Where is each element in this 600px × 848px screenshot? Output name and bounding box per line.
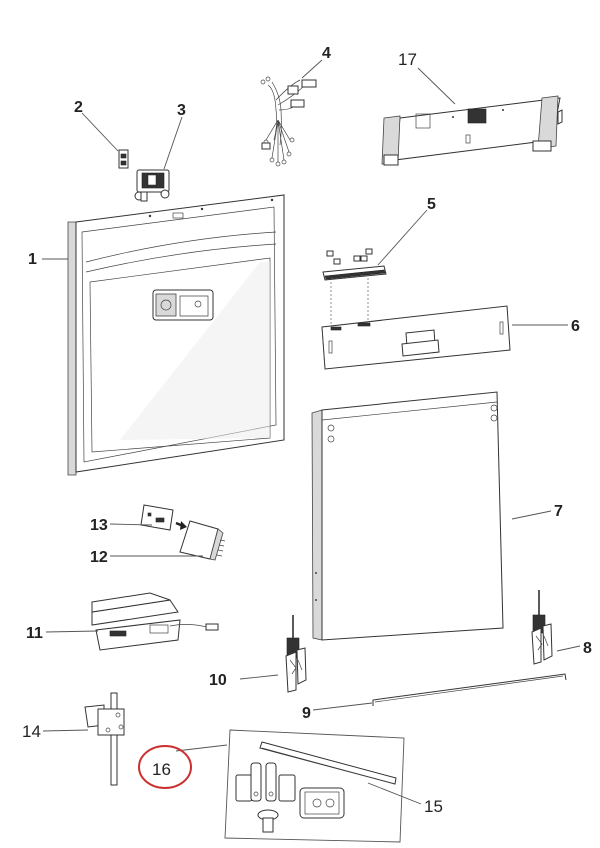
leader-4 bbox=[301, 59, 323, 79]
part-9-hinge-rod[interactable] bbox=[372, 673, 567, 706]
label-part-9: 9 bbox=[302, 705, 311, 722]
leader-7 bbox=[511, 510, 552, 520]
label-part-2: 2 bbox=[74, 99, 83, 116]
label-part-12: 12 bbox=[90, 549, 108, 566]
label-part-17: 17 bbox=[398, 50, 417, 69]
kit-box bbox=[299, 787, 345, 819]
part-17-ui-board[interactable] bbox=[381, 95, 563, 166]
leader-10 bbox=[239, 674, 279, 680]
label-part-4: 4 bbox=[322, 45, 331, 62]
label-part-16: 16 bbox=[152, 760, 171, 779]
leader-13 bbox=[109, 523, 153, 526]
part-14-door-bracket[interactable] bbox=[84, 692, 125, 786]
part-7-outer-door[interactable] bbox=[311, 391, 504, 641]
highlight-circle bbox=[138, 745, 192, 789]
part-3-door-lock[interactable] bbox=[134, 169, 170, 202]
part-10-hinge-left[interactable] bbox=[285, 615, 307, 693]
label-part-5: 5 bbox=[427, 196, 436, 213]
kit-hinge-plates bbox=[235, 762, 296, 802]
leader-14 bbox=[42, 729, 89, 732]
part-8-hinge-right[interactable] bbox=[531, 590, 553, 665]
leader-3 bbox=[163, 116, 183, 170]
leader-9 bbox=[312, 702, 373, 711]
label-part-10: 10 bbox=[209, 672, 227, 689]
label-part-15: 15 bbox=[424, 797, 443, 816]
leader-2 bbox=[81, 112, 119, 152]
part-6-control-panel[interactable] bbox=[321, 305, 511, 370]
part-5-control-buttons[interactable] bbox=[322, 248, 387, 325]
part-11-electronic-module[interactable] bbox=[91, 592, 219, 651]
part-2-door-clip[interactable] bbox=[118, 149, 129, 169]
leader-16 bbox=[175, 744, 228, 752]
leader-15 bbox=[367, 782, 422, 805]
part-13-board-label[interactable] bbox=[140, 504, 187, 531]
label-part-6: 6 bbox=[571, 318, 580, 335]
label-part-13: 13 bbox=[90, 517, 108, 534]
label-part-8: 8 bbox=[583, 640, 592, 657]
label-part-11: 11 bbox=[26, 625, 43, 642]
kit-knob bbox=[257, 809, 279, 833]
leader-17 bbox=[417, 67, 456, 105]
part-15-installation-kit[interactable] bbox=[224, 729, 405, 843]
leader-5 bbox=[377, 209, 428, 266]
part-1-inner-door[interactable] bbox=[67, 194, 285, 476]
label-part-3: 3 bbox=[177, 102, 186, 119]
label-part-7: 7 bbox=[554, 503, 563, 520]
leader-8 bbox=[556, 645, 581, 652]
label-part-14: 14 bbox=[22, 722, 41, 741]
label-part-1: 1 bbox=[28, 251, 37, 268]
leader-11 bbox=[45, 630, 99, 633]
dispenser bbox=[152, 289, 214, 321]
part-12-control-board[interactable] bbox=[179, 520, 226, 561]
part-4-wiring-harness[interactable] bbox=[260, 76, 317, 167]
